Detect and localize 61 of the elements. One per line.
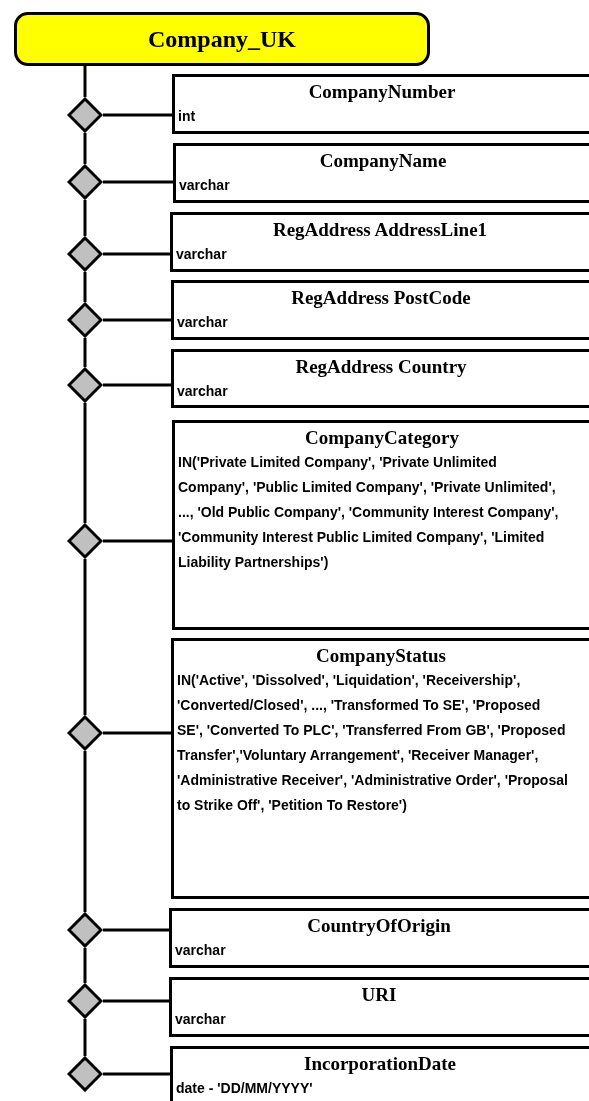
connector-line	[103, 252, 170, 256]
field-box	[169, 908, 589, 968]
connector-line	[103, 1072, 170, 1076]
connector-line	[103, 928, 169, 932]
field-name: RegAddress AddressLine1	[271, 218, 489, 242]
connector-line	[83, 200, 87, 236]
field-box	[171, 280, 589, 340]
field-type: date - 'DD/MM/YYYY'	[176, 1079, 314, 1098]
field-type: varchar	[177, 382, 229, 401]
field-box	[169, 977, 589, 1037]
diamond-node	[67, 983, 103, 1019]
field-box	[172, 74, 589, 134]
field-type: int	[178, 107, 197, 126]
connector-line	[103, 318, 171, 322]
field-name: CompanyName	[318, 149, 448, 173]
connector-line	[103, 383, 171, 387]
connector-line	[83, 338, 87, 367]
connector-line	[103, 180, 173, 184]
field-name: IncorporationDate	[303, 1052, 457, 1076]
connector-line	[83, 403, 87, 523]
diamond-node	[67, 367, 103, 403]
field-name: URI	[360, 983, 398, 1007]
diamond-node	[67, 302, 103, 338]
field-name: RegAddress Country	[294, 355, 468, 379]
field-box	[171, 638, 589, 899]
diamond-node	[67, 523, 103, 559]
connector-line	[83, 66, 87, 97]
connector-line	[103, 999, 169, 1003]
field-box	[173, 143, 589, 203]
diamond-node	[67, 1056, 103, 1092]
connector-line	[83, 1019, 87, 1056]
connector-line	[103, 539, 172, 543]
field-name: CompanyNumber	[307, 80, 457, 104]
field-box	[172, 420, 589, 630]
field-name: RegAddress PostCode	[290, 286, 472, 310]
diamond-node	[67, 236, 103, 272]
connector-line	[83, 948, 87, 983]
connector-line	[103, 731, 171, 735]
field-type: IN('Private Limited Company', 'Private Unlimited Company', 'Public Limited Company', 'Private Unlimited', ..., 'Old Public Company', 'Community Interest Company', 'Community Interest Public Limited Company', 'Limited Liability Partnerships')	[178, 453, 560, 572]
connector-line	[103, 113, 172, 117]
diamond-node	[67, 97, 103, 133]
field-type: varchar	[179, 176, 231, 195]
root-element-box	[14, 12, 430, 66]
field-type: varchar	[175, 941, 227, 960]
connector-line	[83, 272, 87, 302]
field-type: IN('Active', 'Dissolved', 'Liquidation', 'Receivership', 'Converted/Closed', ..., 'Transformed To SE', 'Proposed SE', 'Converted To PLC', 'Transferred From GB', 'Proposed Transfer','Voluntary Arrangement', 'Receiver Manager', 'Administrative Receiver', 'Administrative Order', 'Proposal to Strike Off', 'Petition To Restore')	[177, 671, 569, 815]
field-box	[171, 349, 589, 408]
element-name: Company_UK	[148, 25, 296, 53]
field-type: varchar	[175, 1010, 227, 1029]
diamond-node	[67, 164, 103, 200]
field-name: CompanyStatus	[315, 644, 447, 668]
connector-line	[83, 559, 87, 715]
field-type: varchar	[176, 245, 228, 264]
field-name: CountryOfOrigin	[306, 914, 452, 938]
connector-line	[83, 751, 87, 912]
field-box	[170, 212, 589, 272]
field-type: varchar	[177, 313, 229, 332]
connector-line	[83, 133, 87, 164]
diamond-node	[67, 715, 103, 751]
diamond-node	[67, 912, 103, 948]
field-name: CompanyCategory	[303, 426, 461, 450]
